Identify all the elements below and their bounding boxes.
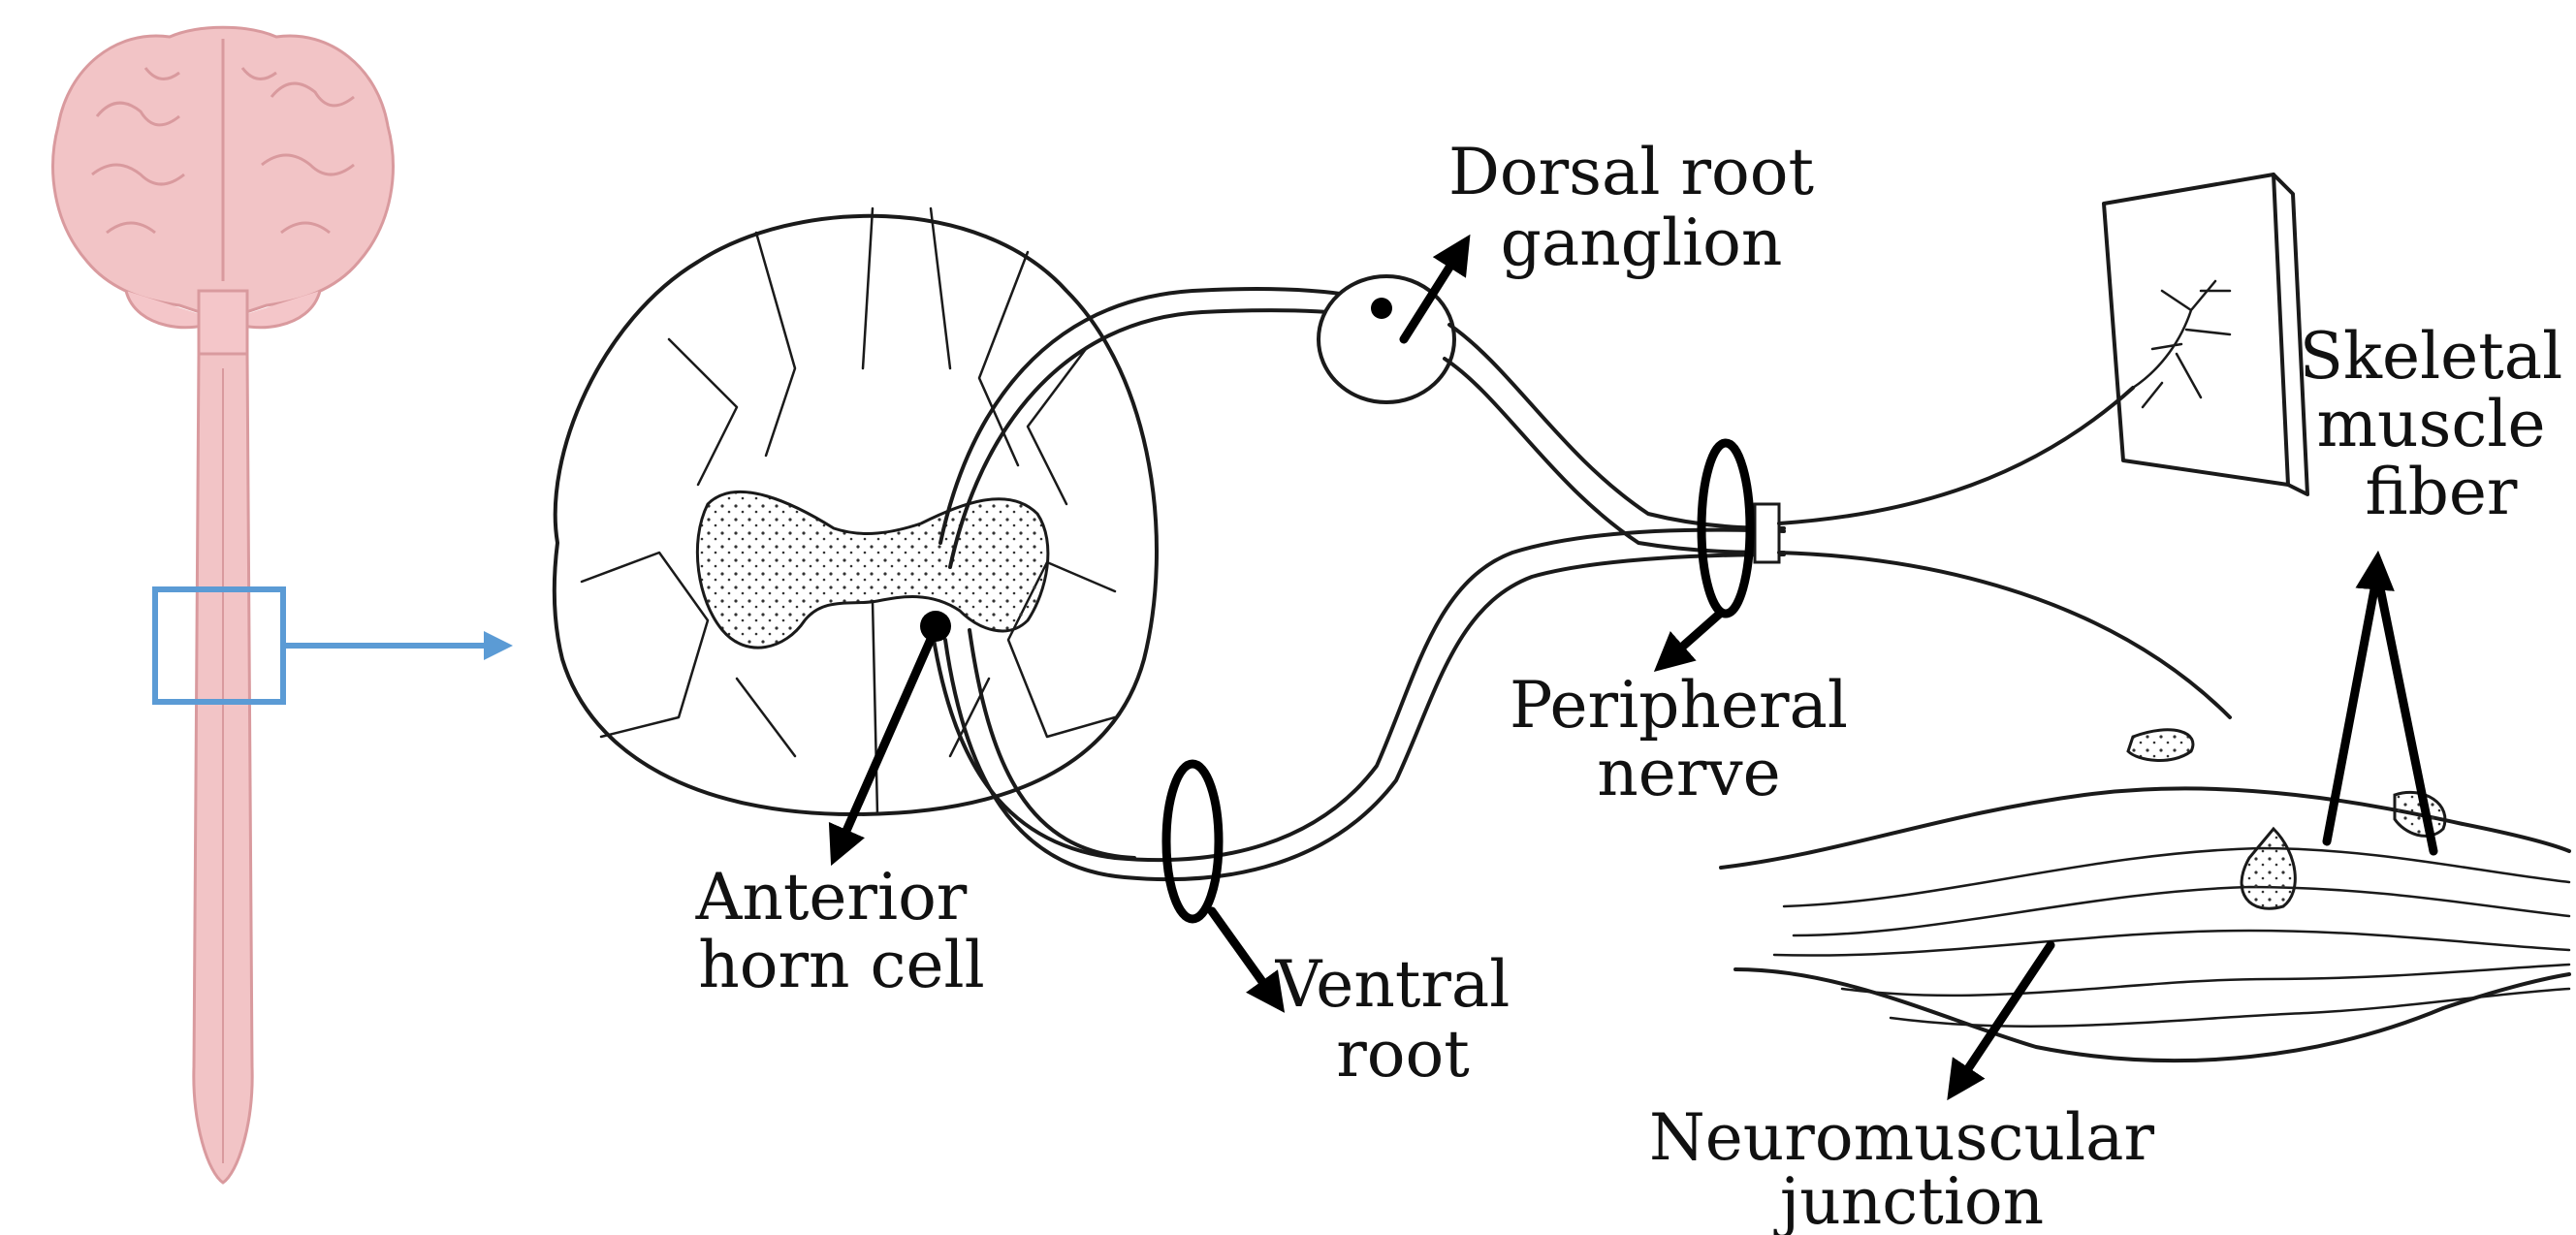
anterior-horn-cell-arrow <box>836 628 936 855</box>
label-skeletal-muscle-fiber-line1: Skeletal <box>2300 319 2562 394</box>
brain-illustration <box>53 27 394 359</box>
label-peripheral-nerve-line1: Peripheral <box>1510 668 1848 743</box>
label-ventral-root-line2: root <box>1336 1017 1470 1092</box>
motor-end-plate-2 <box>2128 730 2193 761</box>
nerve-stub <box>1755 504 1779 562</box>
skeletal-muscle <box>1721 730 2569 1061</box>
label-anterior-horn-cell-line2: horn cell <box>698 928 985 1002</box>
ventral-root-arrow <box>1212 911 1278 1003</box>
label-anterior-horn-cell: Anterior horn cell <box>695 860 988 1002</box>
label-neuromuscular-junction-line2: junction <box>1773 1164 2044 1235</box>
ganglion-cell <box>1371 298 1392 319</box>
dorsal-root-to-nerve <box>1449 325 1784 528</box>
skeletal-muscle-fiber-arrowhead <box>2375 562 2377 586</box>
dorsal-root-to-nerve-2 <box>1445 359 1784 553</box>
peripheral-nerve-arrow <box>1663 613 1721 664</box>
label-peripheral-nerve-line2: nerve <box>1597 736 1780 810</box>
label-neuromuscular-junction: Neuromuscular junction <box>1649 1100 2175 1235</box>
nerve-pathways <box>931 276 2230 879</box>
motor-end-plate-1 <box>2242 829 2295 908</box>
label-ventral-root: Ventral root <box>1275 947 1531 1092</box>
neuromuscular-junction-arrow <box>1954 945 2051 1091</box>
cord-outline <box>555 216 1157 814</box>
label-skeletal-muscle-fiber-line2: muscle <box>2316 387 2545 461</box>
muscle-fiber-block <box>2104 174 2307 494</box>
label-peripheral-nerve: Peripheral nerve <box>1510 668 1868 810</box>
ventral-root-ring <box>1166 764 1219 919</box>
nerve-to-muscle-fiber <box>1779 388 2133 523</box>
label-dorsal-root-ganglion-line2: ganglion <box>1501 206 1783 280</box>
label-dorsal-root-ganglion-line1: Dorsal root <box>1448 135 1814 209</box>
spinal-cord-cross-section <box>555 208 1157 814</box>
label-dorsal-root-ganglion: Dorsal root ganglion <box>1448 135 1834 280</box>
label-anterior-horn-cell-line1: Anterior <box>695 860 968 934</box>
nerve-terminal-branches <box>2133 281 2230 407</box>
brainstem <box>199 291 247 359</box>
label-skeletal-muscle-fiber: Skeletal muscle fiber <box>2300 319 2576 529</box>
ventral-root-3 <box>970 630 1134 858</box>
label-skeletal-muscle-fiber-line3: fiber <box>2366 455 2518 529</box>
label-ventral-root-line1: Ventral <box>1275 947 1511 1022</box>
